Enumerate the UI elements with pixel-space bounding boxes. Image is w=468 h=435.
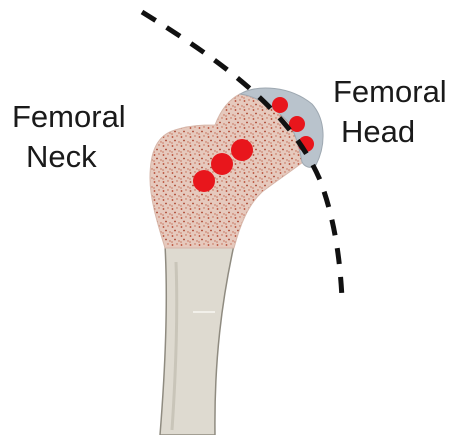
head-marker xyxy=(272,97,288,113)
neck-marker xyxy=(231,139,253,161)
femoral-head-label-line2: Head xyxy=(341,114,415,149)
femoral-neck-label-line2: Neck xyxy=(26,139,97,174)
femoral-neck-label-line1: Femoral xyxy=(12,99,126,134)
femoral-shaft xyxy=(160,245,234,435)
head-marker xyxy=(289,116,305,132)
neck-marker xyxy=(211,153,233,175)
neck-marker xyxy=(193,170,215,192)
femoral-head-label-line1: Femoral xyxy=(333,74,447,109)
